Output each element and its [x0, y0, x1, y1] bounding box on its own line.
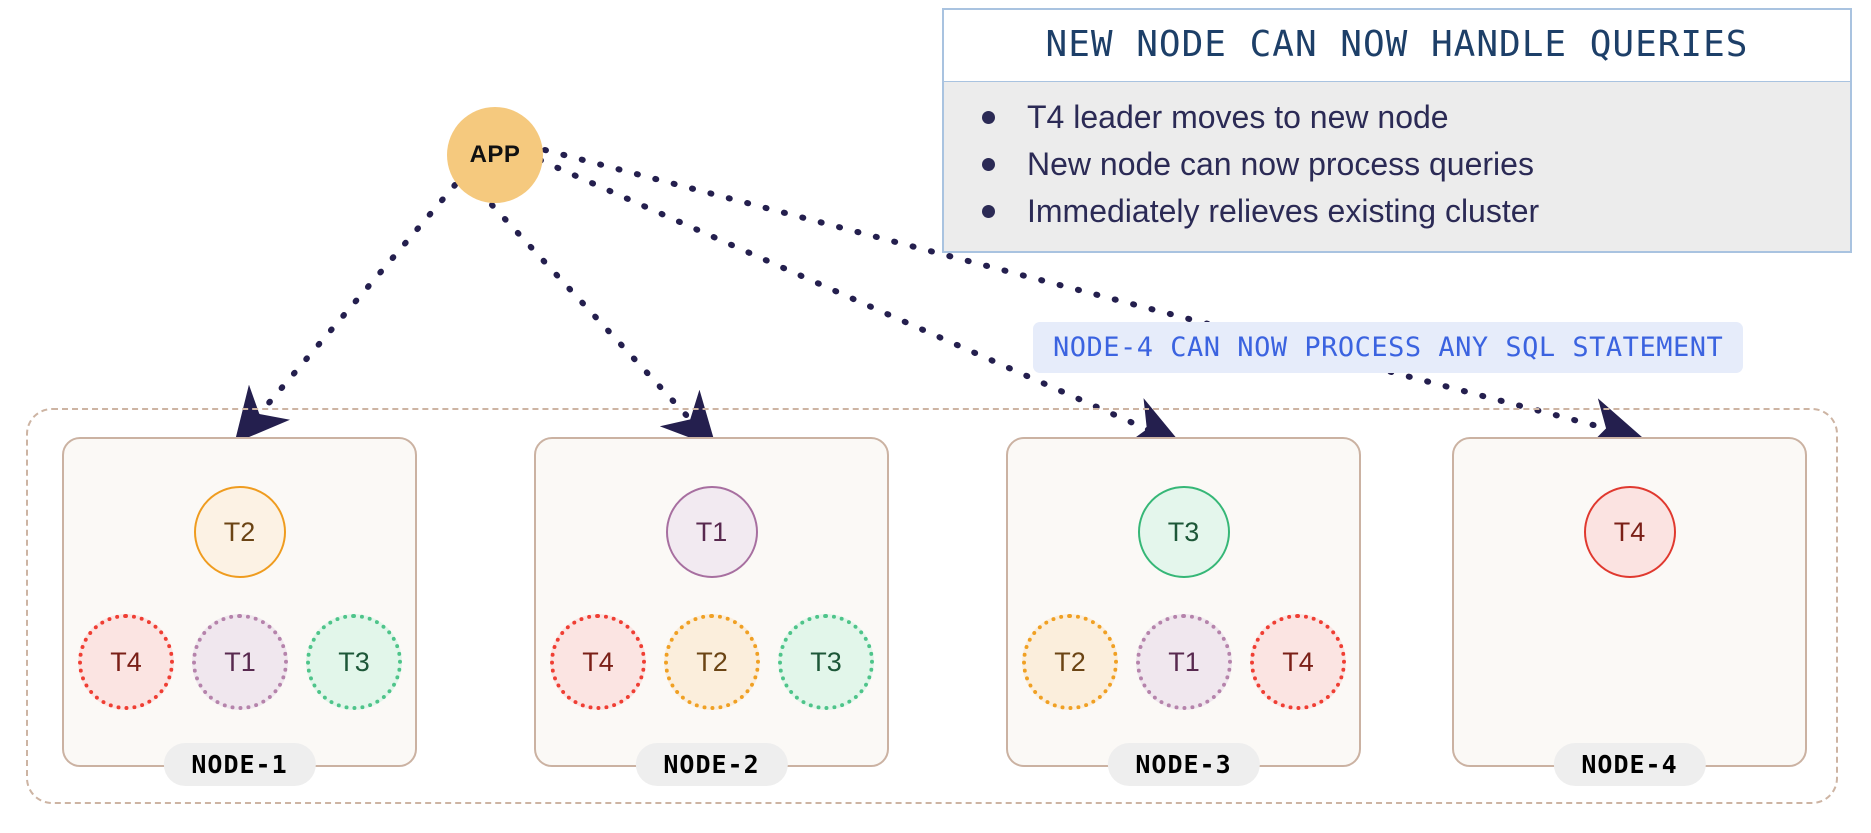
node-label: NODE-4: [1553, 743, 1706, 786]
replica-tablet[interactable]: T3: [306, 614, 402, 710]
arrow-app-to-node-2: [489, 202, 717, 448]
replica-tablet-label: T4: [1282, 646, 1314, 677]
leader-tablet[interactable]: T4: [1583, 486, 1676, 578]
bullet-icon: [982, 158, 995, 171]
replica-tablet-label: T2: [696, 646, 728, 677]
app-node-label: APP: [469, 141, 521, 168]
legend-item-label: New node can now process queries: [1027, 146, 1534, 182]
legend-item: New node can now process queries: [944, 141, 1850, 188]
node-label: NODE-2: [635, 743, 788, 786]
leader-tablet-label: T1: [695, 516, 728, 547]
legend-title: NEW NODE CAN NOW HANDLE QUERIES: [1045, 24, 1749, 65]
replica-tablet[interactable]: T2: [1022, 614, 1118, 710]
leader-tablet-label: T2: [223, 516, 256, 547]
legend-card: NEW NODE CAN NOW HANDLE QUERIES T4 leade…: [942, 8, 1852, 253]
leader-tablet-label: T3: [1167, 516, 1200, 547]
replica-tablet-label: T1: [224, 646, 256, 677]
leader-tablet[interactable]: T2: [193, 486, 286, 578]
replica-tablet-label: T1: [1168, 646, 1200, 677]
bullet-icon: [982, 205, 995, 218]
replica-tablet-label: T3: [810, 646, 842, 677]
arrow-app-to-node-1: [234, 182, 458, 444]
leader-tablet-label: T4: [1613, 516, 1646, 547]
replica-tablet-label: T2: [1054, 646, 1086, 677]
legend-item: T4 leader moves to new node: [944, 94, 1850, 141]
replica-tablet-label: T4: [582, 646, 614, 677]
replica-tablet[interactable]: T4: [78, 614, 174, 710]
legend-item: Immediately relieves existing cluster: [944, 188, 1850, 235]
leader-tablet[interactable]: T3: [1137, 486, 1230, 578]
replica-tablet-label: T4: [110, 646, 142, 677]
replica-tablet[interactable]: T1: [1136, 614, 1232, 710]
replica-tablet[interactable]: T1: [192, 614, 288, 710]
replica-tablet[interactable]: T2: [664, 614, 760, 710]
cluster-boundary: [26, 408, 1838, 804]
node-label: NODE-3: [1107, 743, 1260, 786]
replica-tablet-label: T3: [338, 646, 370, 677]
replica-tablet[interactable]: T4: [1250, 614, 1346, 710]
legend-item-label: Immediately relieves existing cluster: [1027, 193, 1540, 229]
replica-tablet[interactable]: T4: [550, 614, 646, 710]
bullet-icon: [982, 111, 995, 124]
replica-tablet[interactable]: T3: [778, 614, 874, 710]
status-banner: NODE-4 CAN NOW PROCESS ANY SQL STATEMENT: [1033, 322, 1744, 373]
legend-item-label: T4 leader moves to new node: [1027, 99, 1449, 135]
node-label: NODE-1: [163, 743, 316, 786]
leader-tablet[interactable]: T1: [665, 486, 758, 578]
app-node[interactable]: APP: [447, 107, 543, 203]
